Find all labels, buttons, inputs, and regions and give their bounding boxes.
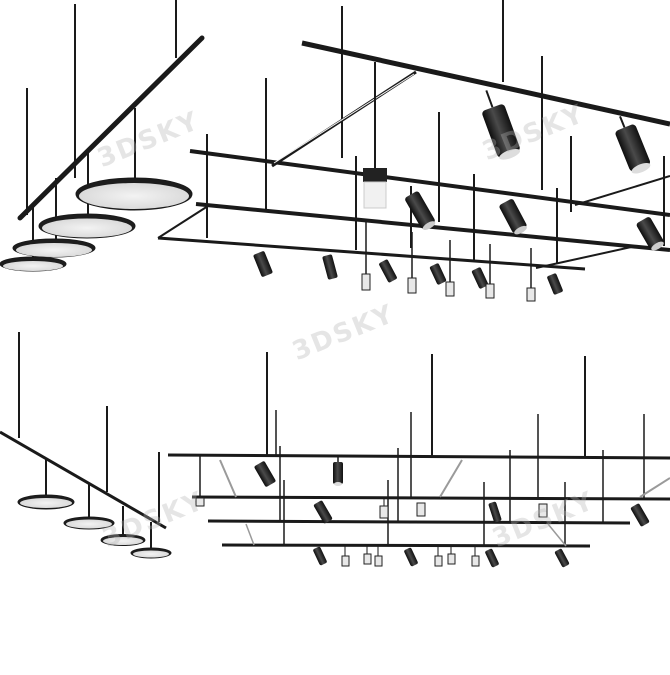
disc-lamp xyxy=(130,547,172,559)
spotlights-top xyxy=(253,90,664,302)
spotlight xyxy=(482,90,521,160)
diagonal-beam xyxy=(0,430,167,530)
mini-pendant xyxy=(445,240,455,297)
mini-pendant xyxy=(416,502,426,517)
track-rail xyxy=(157,236,586,271)
spotlight xyxy=(471,267,489,289)
spotlight xyxy=(485,548,499,568)
spotlight xyxy=(636,217,664,251)
spotlight xyxy=(488,501,502,523)
mini-pendant xyxy=(341,546,350,567)
track-rail xyxy=(207,519,631,525)
track-rail xyxy=(167,453,670,460)
spotlight xyxy=(322,254,338,280)
mini-pendant xyxy=(379,498,389,519)
track-rail xyxy=(301,40,670,127)
mini-pendant xyxy=(485,244,495,299)
diagonal-beam xyxy=(17,35,205,221)
track-rail xyxy=(195,202,670,252)
track-rail xyxy=(221,543,591,548)
track-system-top xyxy=(157,0,670,271)
mini-pendant xyxy=(447,546,456,565)
spotlight xyxy=(429,263,447,285)
mini-pendant xyxy=(374,546,383,567)
spotlight xyxy=(404,547,418,567)
glass-pendant xyxy=(363,168,387,209)
spotlight xyxy=(253,251,273,277)
disc-pendant-bottom xyxy=(0,332,172,559)
spotlight xyxy=(313,500,333,524)
disc-pendant-top xyxy=(0,0,205,272)
spotlight xyxy=(405,191,436,230)
track-system-bottom xyxy=(167,352,670,548)
linear-light-bar xyxy=(219,459,237,498)
spotlight xyxy=(379,259,397,283)
mini-pendant xyxy=(363,546,372,565)
disc-lamp xyxy=(38,213,136,239)
spotlight xyxy=(499,199,527,235)
spotlight xyxy=(615,115,651,174)
mini-pendant xyxy=(526,248,536,302)
track-rail xyxy=(191,495,670,501)
disc-lamp xyxy=(0,256,67,272)
disc-lamp xyxy=(63,516,115,530)
linear-light-bar xyxy=(439,459,463,498)
mini-pendant xyxy=(434,546,443,567)
disc-lamp xyxy=(75,177,193,211)
spotlight xyxy=(547,273,563,295)
mini-pendant xyxy=(407,232,417,294)
mini-pendant xyxy=(361,222,371,291)
mini-pendant xyxy=(195,497,205,507)
spotlight xyxy=(554,548,570,568)
track-rail xyxy=(189,149,670,217)
spotlight xyxy=(333,456,343,486)
disc-lamp xyxy=(17,494,75,510)
mini-pendant xyxy=(471,546,480,567)
disc-lamp xyxy=(100,534,146,546)
spotlight xyxy=(254,461,276,487)
linear-light-bar xyxy=(639,477,670,498)
spotlight xyxy=(313,546,327,566)
spotlight xyxy=(630,503,650,527)
mini-pendant xyxy=(538,503,548,518)
spotlights-bottom xyxy=(195,456,650,568)
disc-lamp xyxy=(12,238,96,258)
